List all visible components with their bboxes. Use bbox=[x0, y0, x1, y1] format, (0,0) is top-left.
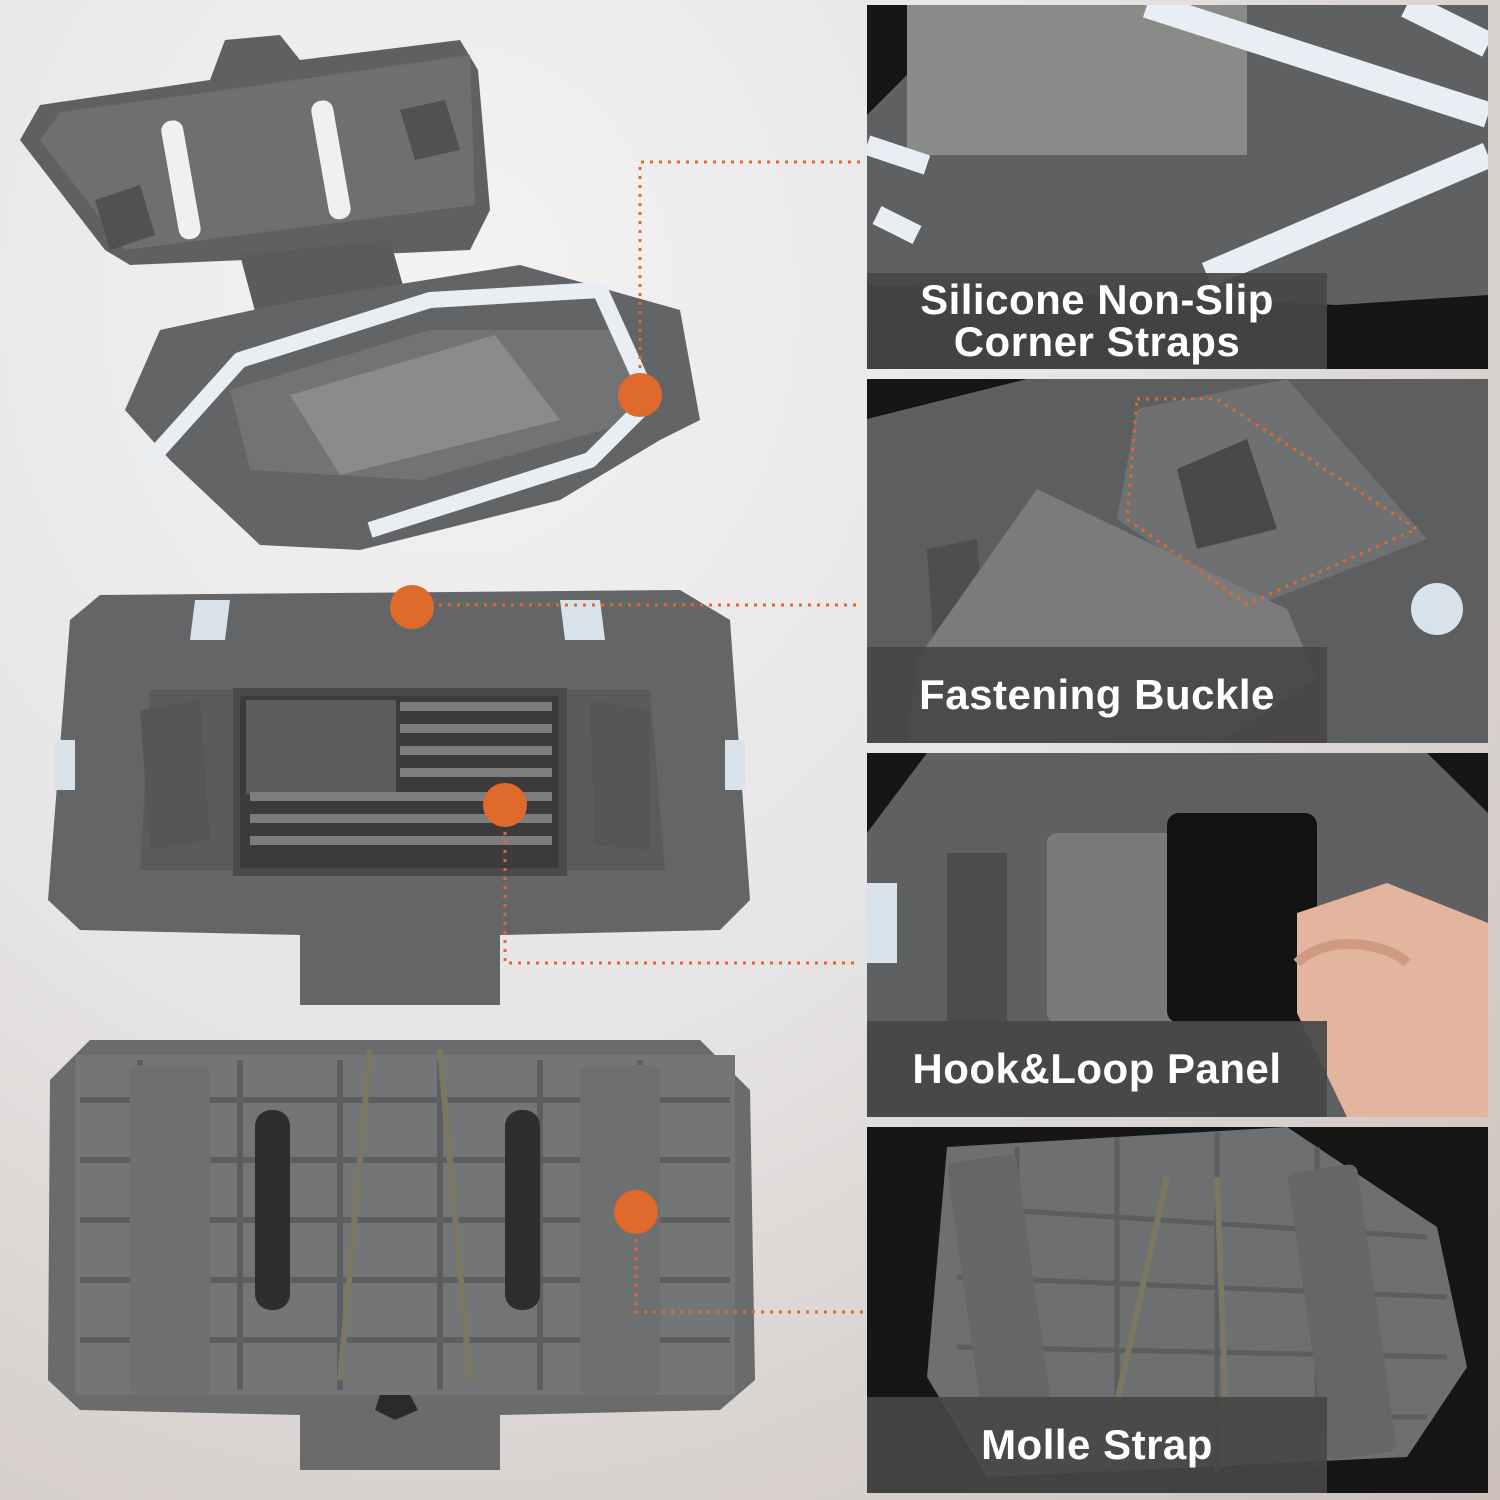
caption-straps: Silicone Non-Slip Corner Straps bbox=[867, 273, 1327, 369]
caption-hook-loop-text: Hook&Loop Panel bbox=[912, 1045, 1282, 1092]
holder-front-image bbox=[48, 590, 750, 1005]
holder-back-image bbox=[48, 1040, 755, 1470]
marker-dot-straps bbox=[618, 373, 662, 417]
caption-hook-loop: Hook&Loop Panel bbox=[867, 1021, 1327, 1117]
leader-lines bbox=[412, 160, 865, 1314]
corner-straps-photo bbox=[867, 5, 1488, 305]
marker-dot-buckle bbox=[390, 585, 434, 629]
caption-molle-text: Molle Strap bbox=[981, 1421, 1213, 1468]
marker-dot-hook-loop bbox=[483, 783, 527, 827]
detail-panel-buckle: Fastening Buckle bbox=[867, 379, 1488, 743]
molle-photo bbox=[927, 1127, 1467, 1477]
caption-straps-text: Silicone Non-Slip Corner Straps bbox=[920, 276, 1274, 365]
detail-panel-molle: Molle Strap bbox=[867, 1127, 1488, 1493]
caption-molle: Molle Strap bbox=[867, 1397, 1327, 1493]
caption-buckle: Fastening Buckle bbox=[867, 647, 1327, 743]
detail-panel-hook-loop: Hook&Loop Panel bbox=[867, 753, 1488, 1117]
open-holder-image bbox=[20, 35, 700, 550]
detail-panel-straps: Silicone Non-Slip Corner Straps bbox=[867, 5, 1488, 369]
caption-buckle-text: Fastening Buckle bbox=[919, 671, 1275, 718]
marker-dot-molle bbox=[614, 1190, 658, 1234]
